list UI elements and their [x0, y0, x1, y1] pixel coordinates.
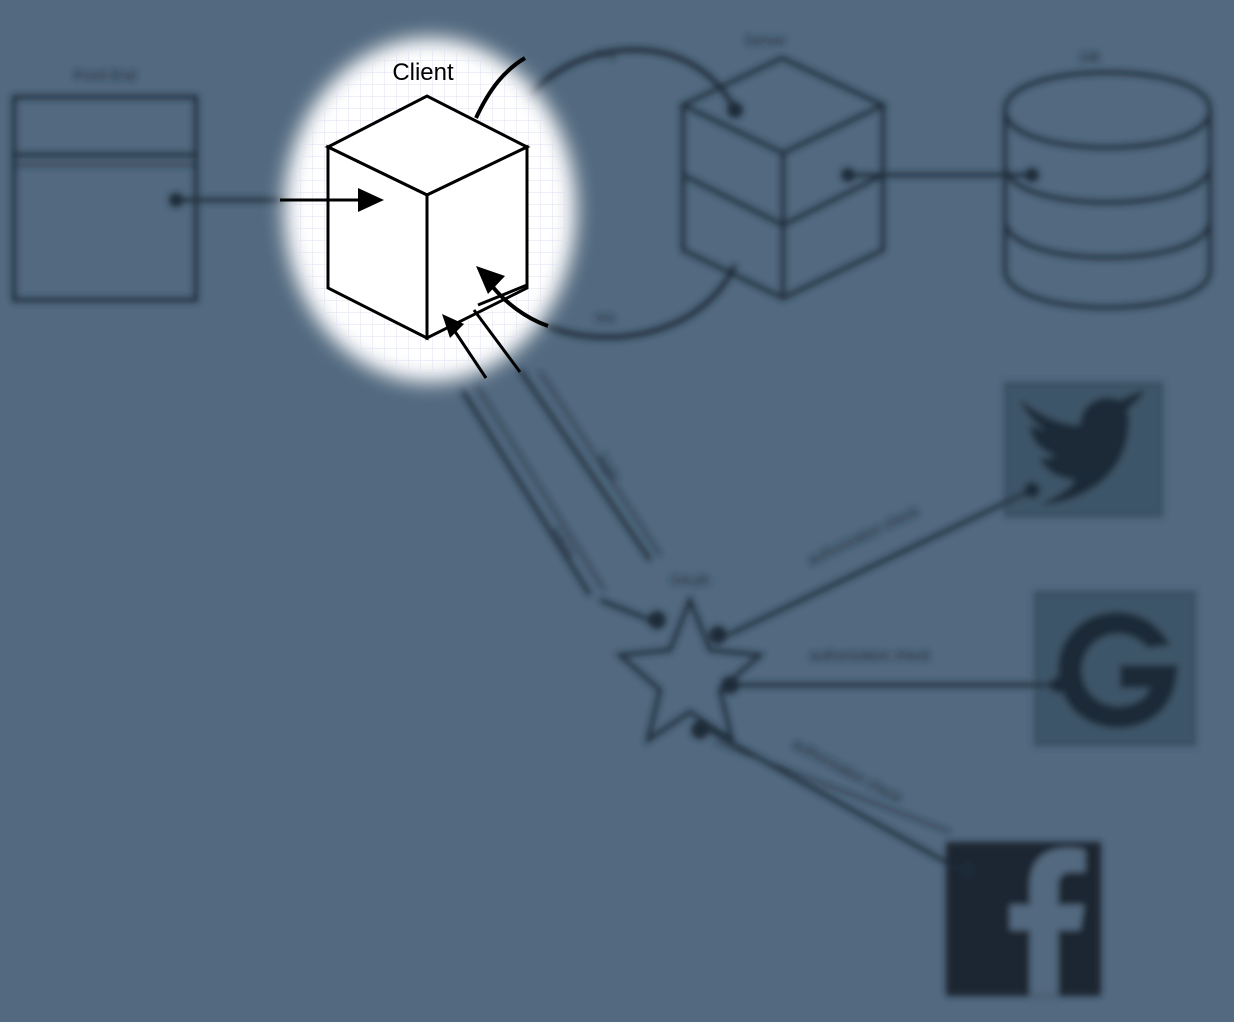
facebook-edge-b	[714, 741, 951, 833]
twitter-endpoint	[1024, 482, 1040, 498]
google-edge-label: authorization check	[810, 647, 932, 663]
token-edge-c	[599, 598, 651, 622]
login-edge-b	[539, 371, 661, 556]
server-req-endpoint	[727, 102, 743, 118]
background-diagram: Front End Server DB req res	[12, 32, 1212, 996]
login-label: login	[595, 451, 624, 485]
token-arrow	[442, 314, 488, 379]
token-edge-b	[475, 384, 605, 591]
facebook-edge-label: authorization check	[790, 735, 905, 806]
google-node	[1034, 591, 1196, 746]
db-label: DB	[1080, 49, 1099, 65]
server-label: Server	[744, 32, 786, 48]
req-edge	[517, 47, 738, 112]
frontend-label: Front End	[74, 67, 135, 83]
google-endpoint	[1050, 677, 1066, 693]
client-cube-right	[425, 144, 529, 341]
db-node: DB	[1003, 49, 1212, 310]
res-label: res	[595, 309, 614, 325]
frontend-node: Front End	[12, 67, 198, 302]
req-label: req	[595, 45, 615, 61]
server-db-endpoint	[841, 168, 855, 182]
oauth-node: OAuth	[615, 572, 765, 745]
frontend-client-arrow	[280, 188, 384, 212]
facebook-edge	[704, 726, 961, 872]
res-arrow	[476, 266, 549, 328]
twitter-edge	[727, 488, 1033, 637]
token-edge-a	[460, 388, 592, 597]
facebook-icon	[1010, 848, 1085, 995]
client-node[interactable]	[324, 94, 531, 341]
twitter-icon	[1020, 390, 1145, 505]
client-right-edge-connector	[477, 283, 528, 307]
res-edge	[543, 263, 738, 340]
login-line-start	[472, 309, 522, 373]
oauth-label: OAuth	[670, 572, 710, 588]
frontend-endpoint	[169, 193, 183, 207]
db-endpoint	[1025, 168, 1039, 182]
facebook-endpoint	[960, 862, 976, 878]
google-icon	[1058, 612, 1178, 728]
client-label: Client	[392, 59, 454, 86]
login-edge-a	[518, 368, 652, 562]
req-arc-start	[474, 56, 527, 119]
twitter-edge-label: authorization check	[805, 502, 922, 568]
server-node: Server	[678, 32, 888, 301]
